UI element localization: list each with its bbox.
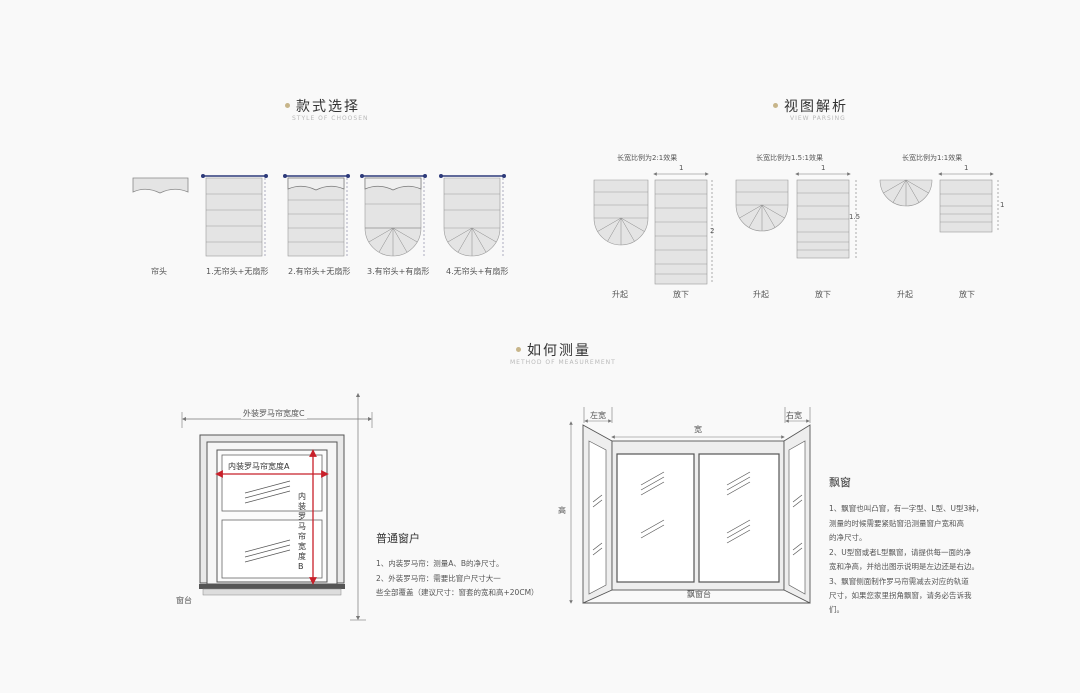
bay-window-line-3: 的净尺寸。	[829, 533, 867, 542]
style-label-3: 3.有帘头+有扇形	[367, 267, 430, 276]
normal-window-line-2: 2、外装罗马帘：需要比窗户尺寸大一	[376, 574, 501, 583]
style-section-subtitle: STYLE OF CHOOSEN	[292, 115, 369, 122]
view-1-5-lowered-label: 放下	[815, 290, 831, 299]
style-option-4	[439, 174, 506, 257]
bay-window-line-2: 测量的时候需要紧贴窗沿测量窗户宽和高	[829, 519, 964, 528]
bullet-dot-icon	[773, 102, 778, 108]
view-2-1-width: 1	[679, 164, 684, 172]
bay-window-line-4: 2、U型窗或者L型飘窗，请提供每一面的净	[829, 548, 971, 557]
view-1-5-raised	[735, 179, 789, 232]
style-title-text: 款式选择	[296, 99, 360, 115]
bay-window-line-5: 宽和净高，并给出图示说明是左边还是右边。	[829, 562, 979, 571]
view-1-5-width: 1	[821, 164, 826, 172]
bay-sill-label: 飘窗台	[687, 590, 711, 599]
view-2-1-title: 长宽比例为2:1效果	[617, 154, 678, 162]
view-1-1-raised	[879, 179, 933, 207]
measure-title-text: 如何测量	[527, 343, 591, 359]
style-valance	[132, 177, 189, 194]
bay-window-line-6: 3、飘窗侧面制作罗马帘需减去对应的轨道	[829, 577, 969, 586]
view-1-1-lowered-label: 放下	[959, 290, 975, 299]
view-section-subtitle: VIEW PARSING	[790, 115, 846, 122]
view-2-1-raised-label: 升起	[612, 290, 628, 299]
bay-width-label: 宽	[694, 425, 702, 434]
view-2-1-lowered	[653, 172, 713, 285]
measure-section-subtitle: METHOD OF MEASUREMENT	[510, 359, 616, 366]
normal-window-line-1: 1、内装罗马帘：测量A、B的净尺寸。	[376, 559, 504, 568]
bay-window-diagram	[569, 407, 811, 604]
view-1-1-title: 长宽比例为1:1效果	[902, 154, 963, 162]
bullet-dot-icon	[285, 102, 290, 108]
view-title-text: 视图解析	[784, 99, 848, 115]
view-1-1-lowered	[938, 172, 999, 233]
view-1-1-raised-label: 升起	[897, 290, 913, 299]
style-label-1: 1.无帘头+无扇形	[206, 267, 269, 276]
view-2-1-height: 2	[710, 227, 715, 235]
measure-section-title: 如何测量	[516, 340, 591, 360]
style-option-3	[360, 174, 427, 257]
view-section-title: 视图解析	[773, 96, 848, 116]
view-1-5-lowered	[795, 172, 857, 259]
bay-left-width-label: 左宽	[590, 411, 606, 420]
view-1-5-raised-label: 升起	[753, 290, 769, 299]
view-1-1-height: 1	[1000, 201, 1005, 209]
bay-window-line-8: 们。	[829, 605, 844, 614]
style-label-2: 2.有帘头+无扇形	[288, 267, 351, 276]
normal-window-diagram	[181, 392, 373, 621]
window-sill-label: 窗台	[176, 596, 192, 605]
bay-window-line-7: 尺寸，如果您家里拐角飘窗，请务必告诉我	[829, 591, 972, 600]
view-2-1-lowered-label: 放下	[673, 290, 689, 299]
style-section-title: 款式选择	[285, 96, 360, 116]
inner-height-label: 内装罗马帘宽度B	[298, 492, 306, 571]
view-1-5-title: 长宽比例为1.5:1效果	[756, 154, 823, 162]
bay-right-width-label: 右宽	[786, 411, 802, 420]
bay-height-label: 高	[558, 506, 566, 515]
view-2-1-raised	[593, 179, 649, 246]
style-label-4: 4.无帘头+有扇形	[446, 267, 509, 276]
bay-window-line-1: 1、飘窗也叫凸窗，有一字型、L型、U型3种，	[829, 504, 984, 513]
normal-window-heading: 普通窗户	[376, 532, 420, 545]
view-1-5-height: 1.5	[849, 213, 861, 221]
outer-width-label: 外装罗马帘宽度C	[241, 408, 307, 419]
style-option-2	[283, 174, 350, 257]
bay-window-heading: 飘窗	[829, 476, 851, 489]
view-1-1-width: 1	[964, 164, 969, 172]
style-option-1	[201, 174, 268, 257]
bullet-dot-icon	[516, 346, 521, 352]
inner-width-label: 内装罗马帘宽度A	[228, 462, 290, 471]
style-label-valance: 帘头	[151, 267, 167, 276]
normal-window-line-3: 些全部覆盖（建议尺寸：窗套的宽和高+20CM）	[376, 588, 539, 597]
